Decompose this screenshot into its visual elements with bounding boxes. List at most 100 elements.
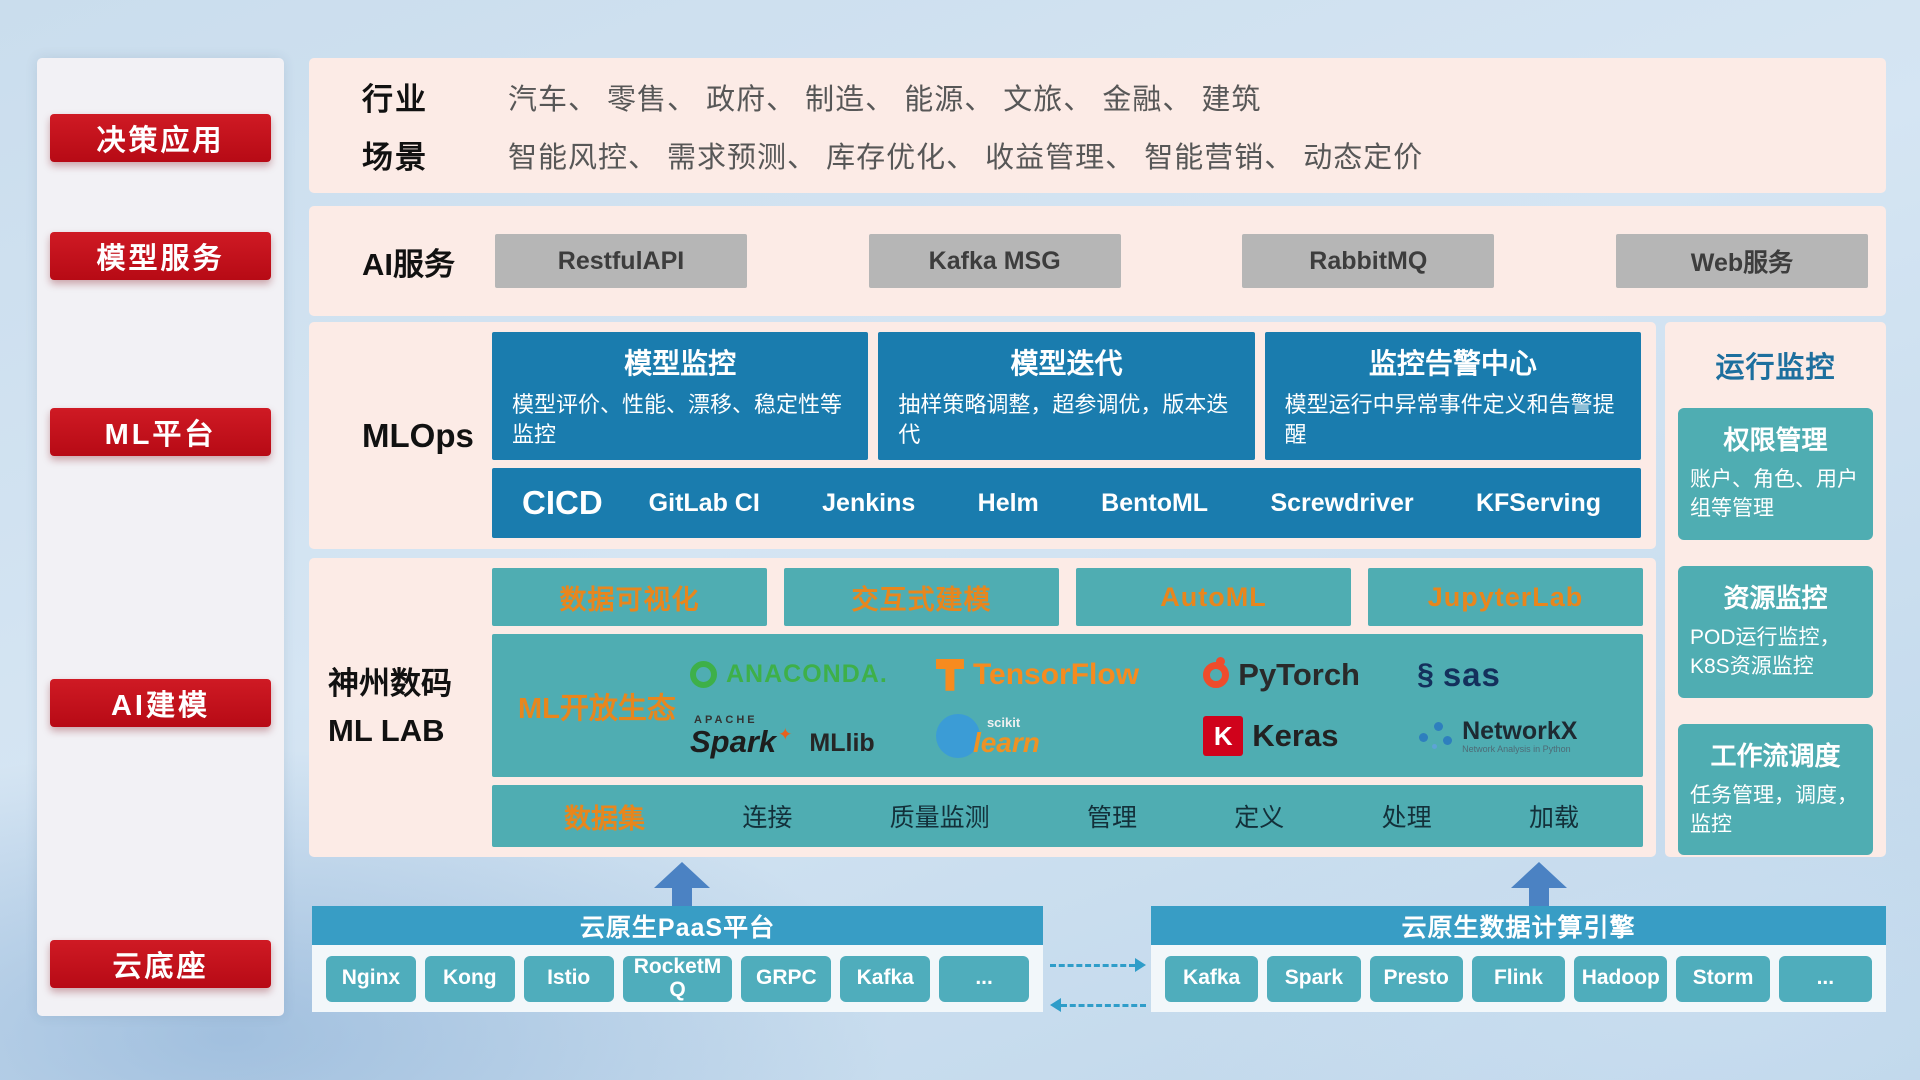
paas-chip-strip: Nginx Kong Istio RocketMQ GRPC Kafka ... bbox=[312, 945, 1043, 1012]
paas-chip-rocketmq[interactable]: RocketMQ bbox=[622, 955, 733, 1002]
scikit-learn-icon bbox=[935, 714, 980, 759]
card-title: 权限管理 bbox=[1723, 425, 1828, 455]
ml-lab-label: 神州数码 ML LAB bbox=[328, 568, 492, 847]
dataset-label: 数据集 bbox=[564, 803, 645, 834]
cicd-tool-bentoml: BentoML bbox=[1101, 488, 1209, 517]
mlops-cards: 模型监控 模型评价、性能、漂移、稳定性等监控 模型迭代 抽样策略调整，超参调优，… bbox=[492, 332, 1641, 460]
engine-chip-more[interactable]: ... bbox=[1778, 955, 1872, 1002]
mlops-panel: MLOps 模型监控 模型评价、性能、漂移、稳定性等监控 模型迭代 抽样策略调整… bbox=[309, 322, 1656, 549]
anaconda-logo: ANACONDA. bbox=[690, 660, 888, 689]
paas-chip-istio[interactable]: Istio bbox=[523, 955, 614, 1002]
sidebar-item-ai-modeling[interactable]: AI建模 bbox=[50, 679, 271, 727]
card-desc: 模型运行中异常事件定义和告警提醒 bbox=[1284, 392, 1615, 447]
ml-ecosystem-label: ML开放生态 bbox=[518, 692, 676, 725]
tool-data-visualization[interactable]: 数据可视化 bbox=[492, 568, 767, 626]
paas-chip-kafka[interactable]: Kafka bbox=[840, 955, 931, 1002]
apache-label: APACHE bbox=[694, 714, 758, 727]
mlops-body: 模型监控 模型评价、性能、漂移、稳定性等监控 模型迭代 抽样策略调整，超参调优，… bbox=[492, 322, 1641, 549]
engine-title-bar: 云原生数据计算引擎 bbox=[1151, 906, 1886, 945]
tensorflow-wordmark: TensorFlow bbox=[972, 657, 1140, 691]
sas-logo: sas bbox=[1417, 656, 1501, 694]
cicd-tool-screwdriver: Screwdriver bbox=[1270, 488, 1414, 517]
networkx-subtitle: Network Analysis in Python bbox=[1462, 744, 1571, 755]
tool-interactive-modeling[interactable]: 交互式建模 bbox=[784, 568, 1059, 626]
monitor-card-workflow: 工作流调度 任务管理，调度，监控 bbox=[1678, 723, 1873, 856]
card-title: 模型监控 bbox=[624, 348, 737, 379]
tensorflow-logo: TensorFlow bbox=[935, 657, 1140, 692]
mlops-card-alert-center: 监控告警中心 模型运行中异常事件定义和告警提醒 bbox=[1264, 332, 1641, 460]
tool-automl[interactable]: AutoML bbox=[1076, 568, 1351, 626]
spark-wordmark: Spark bbox=[690, 724, 777, 760]
ai-service-button-restfulapi[interactable]: RestfulAPI bbox=[495, 234, 747, 288]
engine-chip-strip: Kafka Spark Presto Flink Hadoop Storm ..… bbox=[1151, 945, 1886, 1012]
engine-chip-spark[interactable]: Spark bbox=[1267, 955, 1361, 1002]
paas-chip-kong[interactable]: Kong bbox=[424, 955, 515, 1002]
ml-lab-tools: 数据可视化 交互式建模 AutoML JupyterLab bbox=[492, 568, 1643, 626]
scenario-label: 场景 bbox=[362, 140, 428, 175]
ai-service-panel: AI服务 RestfulAPI Kafka MSG RabbitMQ Web服务 bbox=[309, 206, 1886, 316]
sidebar-item-cloud-base[interactable]: 云底座 bbox=[50, 940, 271, 988]
dataset-bar: 数据集 连接 质量监测 管理 定义 处理 加载 bbox=[492, 785, 1643, 847]
dashed-arrow-left bbox=[1050, 998, 1146, 1012]
industry-scenario-panel: 行业 汽车、 零售、 政府、 制造、 能源、 文旅、 金融、 建筑 场景 智能风… bbox=[309, 58, 1886, 193]
engine-chip-kafka[interactable]: Kafka bbox=[1165, 955, 1259, 1002]
sidebar-item-model-service[interactable]: 模型服务 bbox=[50, 232, 271, 280]
cicd-tools: GitLab CI Jenkins Helm BentoML Screwdriv… bbox=[649, 489, 1601, 518]
dataset-item-manage: 管理 bbox=[1086, 804, 1137, 832]
card-title: 资源监控 bbox=[1723, 582, 1828, 613]
engine-chip-hadoop[interactable]: Hadoop bbox=[1574, 955, 1668, 1002]
dataset-item-quality: 质量监测 bbox=[889, 804, 990, 832]
mlops-card-model-iteration: 模型迭代 抽样策略调整，超参调优，版本迭代 bbox=[878, 332, 1255, 460]
mlops-label: MLOps bbox=[362, 416, 474, 454]
ml-lab-panel: 神州数码 ML LAB 数据可视化 交互式建模 AutoML JupyterLa… bbox=[309, 558, 1656, 857]
paas-chip-nginx[interactable]: Nginx bbox=[326, 955, 416, 1002]
spark-mllib-logo: APACHE Spark MLlib bbox=[690, 715, 875, 758]
ai-service-buttons: RestfulAPI Kafka MSG RabbitMQ Web服务 bbox=[495, 234, 1868, 288]
ml-ecosystem-box: ML开放生态 ANACONDA. TensorFlow PyTorch bbox=[492, 634, 1643, 777]
cicd-tool-jenkins: Jenkins bbox=[822, 488, 916, 517]
mlops-card-model-monitoring: 模型监控 模型评价、性能、漂移、稳定性等监控 bbox=[492, 332, 869, 460]
keras-wordmark: Keras bbox=[1252, 718, 1339, 754]
anaconda-icon bbox=[690, 661, 717, 689]
paas-chip-grpc[interactable]: GRPC bbox=[741, 955, 832, 1002]
card-title: 模型迭代 bbox=[1010, 348, 1123, 379]
engine-chip-storm[interactable]: Storm bbox=[1676, 955, 1770, 1002]
card-desc: 任务管理，调度，监控 bbox=[1690, 783, 1858, 836]
ai-service-button-web[interactable]: Web服务 bbox=[1615, 234, 1868, 288]
scikit-learn-logo: scikit learn bbox=[935, 714, 1040, 759]
sidebar-item-decision-app[interactable]: 决策应用 bbox=[50, 114, 271, 162]
dataset-item-process: 处理 bbox=[1381, 804, 1432, 832]
dataset-item-load: 加载 bbox=[1528, 804, 1579, 832]
paas-chip-more[interactable]: ... bbox=[939, 955, 1030, 1002]
runtime-monitor-title: 运行监控 bbox=[1715, 352, 1836, 384]
runtime-monitor-cards: 权限管理 账户、角色、用户组等管理 资源监控 POD运行监控，K8S资源监控 工… bbox=[1678, 408, 1873, 856]
industry-values: 汽车、 零售、 政府、 制造、 能源、 文旅、 金融、 建筑 bbox=[508, 83, 1262, 116]
cicd-label: CICD bbox=[522, 484, 603, 521]
monitor-card-permissions: 权限管理 账户、角色、用户组等管理 bbox=[1678, 408, 1873, 540]
ai-service-button-rabbitmq[interactable]: RabbitMQ bbox=[1242, 234, 1495, 288]
tool-jupyterlab[interactable]: JupyterLab bbox=[1368, 568, 1643, 626]
ai-service-label: AI服务 bbox=[362, 246, 455, 282]
spark-star-icon bbox=[776, 726, 792, 744]
ml-lab-body: 数据可视化 交互式建模 AutoML JupyterLab ML开放生态 ANA… bbox=[492, 568, 1643, 847]
sas-icon bbox=[1417, 658, 1434, 692]
keras-icon: K bbox=[1203, 716, 1244, 757]
networkx-icon bbox=[1417, 721, 1453, 751]
sidebar-item-ml-platform[interactable]: ML平台 bbox=[50, 408, 271, 456]
keras-logo: K Keras bbox=[1203, 716, 1339, 757]
card-title: 工作流调度 bbox=[1710, 740, 1841, 771]
card-title: 监控告警中心 bbox=[1368, 348, 1537, 379]
dataset-item-connect: 连接 bbox=[742, 804, 793, 832]
cicd-tool-helm: Helm bbox=[977, 488, 1039, 517]
scenario-row: 场景 智能风控、 需求预测、 库存优化、 收益管理、 智能营销、 动态定价 bbox=[362, 133, 1886, 177]
cicd-tool-kfserving: KFServing bbox=[1475, 488, 1601, 517]
left-rail: 决策应用 模型服务 ML平台 AI建模 云底座 bbox=[37, 58, 284, 1016]
ml-lab-label-line2: ML LAB bbox=[328, 712, 445, 748]
engine-chip-presto[interactable]: Presto bbox=[1369, 955, 1463, 1002]
dataset-item-define: 定义 bbox=[1234, 804, 1285, 832]
scenario-values: 智能风控、 需求预测、 库存优化、 收益管理、 智能营销、 动态定价 bbox=[508, 141, 1424, 174]
engine-chip-flink[interactable]: Flink bbox=[1471, 955, 1566, 1002]
ai-service-button-kafka-msg[interactable]: Kafka MSG bbox=[868, 234, 1121, 288]
anaconda-wordmark: ANACONDA. bbox=[726, 660, 888, 689]
sas-wordmark: sas bbox=[1442, 655, 1501, 693]
